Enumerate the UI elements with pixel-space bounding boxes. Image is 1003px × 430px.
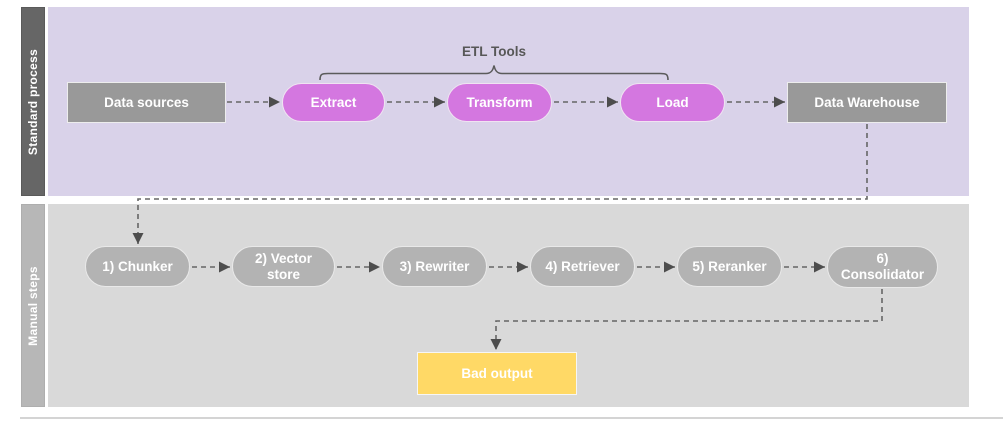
- lane-header-standard-process: Standard process: [21, 7, 45, 196]
- node-transform-label: Transform: [466, 94, 533, 110]
- node-reranker-label: 5) Reranker: [692, 258, 767, 274]
- lane-label-manual-steps: Manual steps: [26, 265, 40, 346]
- node-chunker-label: 1) Chunker: [102, 258, 173, 274]
- node-data-warehouse-label: Data Warehouse: [814, 94, 920, 110]
- node-bad-output-label: Bad output: [461, 365, 533, 381]
- node-load: Load: [620, 83, 725, 122]
- horizontal-rule: [20, 417, 1003, 419]
- lane-header-manual-steps: Manual steps: [21, 204, 45, 407]
- node-rewriter-label: 3) Rewriter: [399, 258, 470, 274]
- node-retriever: 4) Retriever: [530, 246, 635, 287]
- node-bad-output: Bad output: [417, 352, 577, 395]
- node-reranker: 5) Reranker: [677, 246, 782, 287]
- node-rewriter: 3) Rewriter: [382, 246, 487, 287]
- node-data-sources: Data sources: [67, 82, 226, 123]
- node-chunker: 1) Chunker: [85, 246, 190, 287]
- lane-label-standard-process: Standard process: [26, 48, 41, 155]
- node-data-warehouse: Data Warehouse: [787, 82, 947, 123]
- node-extract-label: Extract: [310, 94, 357, 110]
- node-consolidator-label: 6) Consolidator: [840, 251, 925, 282]
- node-vector-store-label: 2) Vector store: [254, 250, 313, 282]
- node-extract: Extract: [282, 83, 385, 122]
- node-retriever-label: 4) Retriever: [545, 258, 620, 274]
- node-data-sources-label: Data sources: [104, 94, 189, 110]
- node-load-label: Load: [656, 94, 689, 110]
- node-consolidator: 6) Consolidator: [827, 246, 938, 288]
- etl-tools-group-label: ETL Tools: [462, 44, 526, 59]
- node-vector-store: 2) Vector store: [232, 246, 335, 287]
- node-transform: Transform: [447, 83, 552, 122]
